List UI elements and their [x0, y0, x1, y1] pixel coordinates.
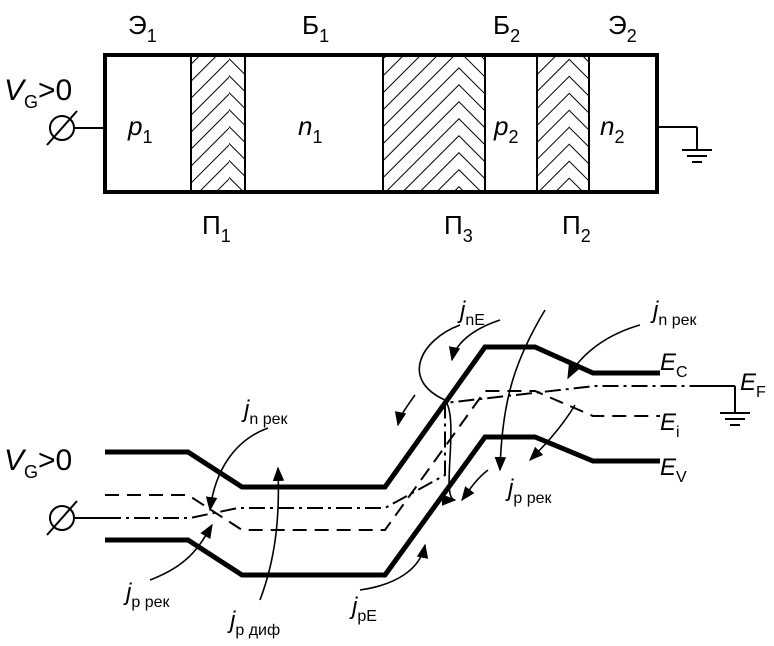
- junction-p1-depletion-left: [191, 55, 229, 192]
- label-jp-rek-left: jp рек: [123, 579, 170, 611]
- valence-band-line: [105, 434, 660, 578]
- label-jn-rek-right: jn рек: [650, 297, 697, 329]
- band-diagram: EC Ei EV EF VG>0 jn рек: [4, 297, 766, 639]
- label-jpe: jpE: [349, 593, 377, 625]
- ev-label: EV: [660, 454, 687, 486]
- bias-label-bottom: VG>0: [4, 444, 72, 482]
- arrow-jne-loop: [418, 324, 461, 506]
- emitter-2-label: Э2: [608, 10, 637, 46]
- arrow-jp-rek-left: [149, 523, 213, 581]
- junction-p3-depletion-left: [383, 55, 459, 192]
- ec-label: EC: [660, 349, 688, 381]
- arrow-jp-rek-right: [528, 404, 576, 462]
- emitter-1-label: Э1: [128, 10, 157, 46]
- arrow-jn-rek-right: [567, 324, 641, 380]
- label-jne: jnE: [457, 297, 485, 329]
- label-jp-rek-right: jp рек: [505, 475, 552, 507]
- region-p1-label: p1: [127, 111, 152, 147]
- ground-symbol-bottom: [720, 386, 750, 426]
- arrow-jp-dif: [259, 466, 285, 601]
- arrow-jne: [448, 319, 501, 362]
- region-n1-label: n1: [298, 111, 322, 147]
- bias-label-top: VG>0: [4, 74, 72, 112]
- label-jp-dif: jp диф: [227, 607, 280, 639]
- junction-p3-depletion-right: [459, 55, 485, 192]
- arrow-jn-rek-right-down: [494, 309, 546, 472]
- arrow-jn-rek-left: [205, 427, 269, 512]
- arrow-jpe: [359, 543, 429, 591]
- arrow-jp-rek-right-2: [461, 469, 489, 502]
- junction-p3-label: П3: [444, 210, 473, 246]
- device-body: [103, 53, 659, 194]
- junction-p2-label: П2: [562, 210, 591, 246]
- junction-p2-depletion-right: [569, 55, 589, 192]
- region-n2-label: n2: [600, 111, 624, 147]
- intrinsic-level-line: [105, 390, 660, 531]
- label-jn-rek-left: jn рек: [241, 396, 288, 428]
- ef-label: EF: [740, 369, 766, 401]
- base-1-label: Б1: [302, 10, 329, 46]
- terminal-left-bottom: [49, 505, 75, 531]
- base-2-label: Б2: [493, 10, 520, 46]
- junction-p1-depletion-right: [229, 55, 245, 192]
- conduction-band-line: [105, 344, 660, 490]
- device-structure: Э1 Б1 Б2 Э2 p1 n1 p2 n2 П1 П3 П2 VG>0: [4, 10, 712, 246]
- junction-p1-label: П1: [202, 210, 231, 246]
- fermi-level-line: [105, 385, 700, 519]
- terminal-left: [49, 115, 75, 141]
- ei-label: Ei: [660, 409, 680, 441]
- junction-p2-depletion-left: [537, 55, 569, 192]
- region-p2-label: p2: [493, 111, 518, 147]
- ground-symbol-top: [657, 126, 712, 163]
- arrow-jne-left: [394, 394, 416, 427]
